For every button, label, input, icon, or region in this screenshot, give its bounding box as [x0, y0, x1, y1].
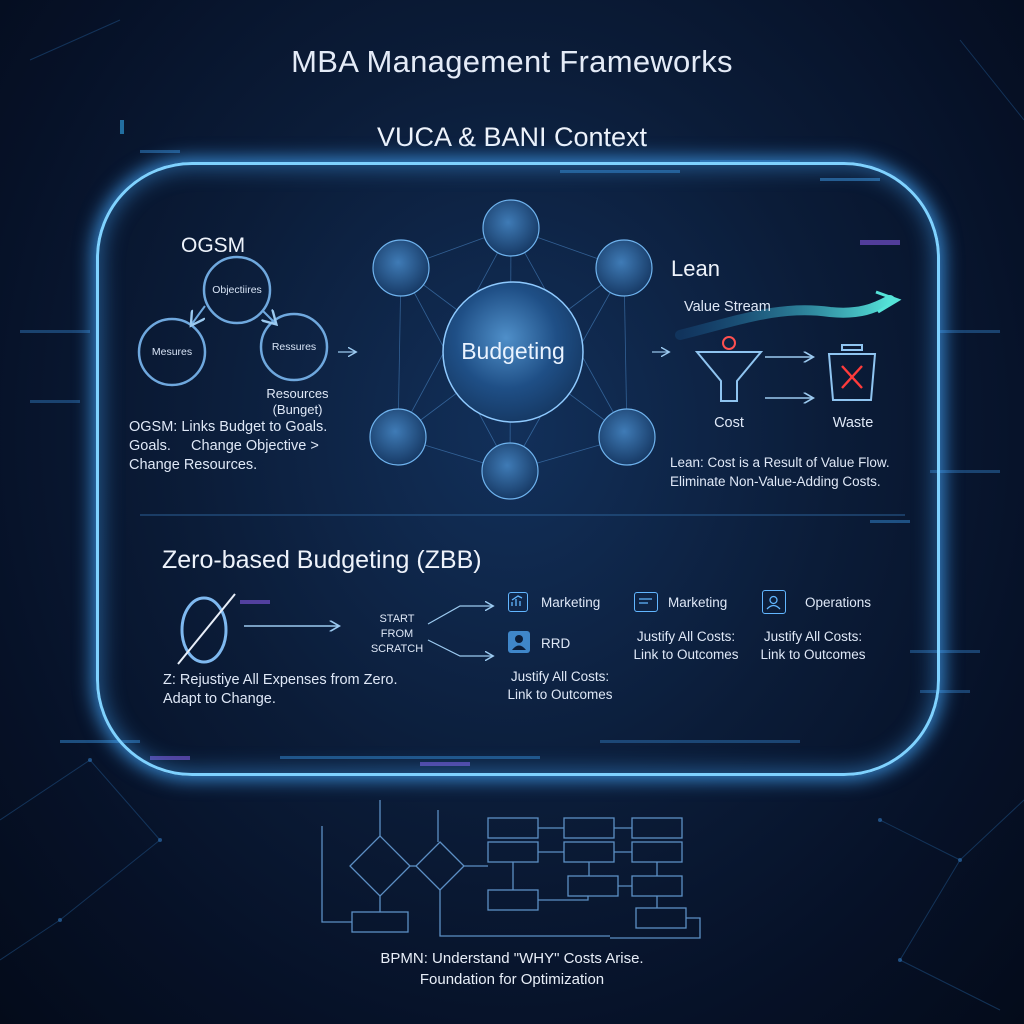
zbb-justify-3: Justify All Costs: Link to Outcomes	[749, 628, 877, 664]
operations-icon	[762, 590, 786, 614]
budgeting-label: Budgeting	[461, 338, 565, 364]
lean-title: Lean	[671, 256, 720, 281]
ogsm-description-line: OGSM: Links Budget to Goals.	[129, 419, 328, 435]
bpmn-description-line: Foundation for Optimization	[419, 971, 605, 988]
zbb-justify-1: Justify All Costs: Link to Outcomes	[496, 668, 624, 704]
link-line: Link to Outcomes	[760, 647, 866, 662]
ogsm-resources-circle	[259, 312, 329, 382]
page-title: MBA Management Frameworks	[291, 44, 733, 79]
bpmn-flowchart	[321, 800, 701, 939]
hub-node-upper-left	[372, 239, 430, 297]
value-stream-arrowhead	[875, 290, 902, 314]
ogsm-measures-circle	[137, 317, 207, 387]
start-from-scratch: START FROM SCRATCH	[360, 612, 434, 657]
funnel-icon	[694, 336, 764, 402]
link-line: Link to Outcomes	[507, 687, 613, 702]
justify-line: Justify All Costs:	[763, 629, 863, 644]
zbb-operations-label: Operations	[805, 595, 872, 610]
ogsm-objectives-label: Objectiires	[212, 284, 262, 296]
hub-node-top	[482, 199, 540, 257]
lean-description: Lean: Cost is a Result of Value Flow. El…	[670, 453, 920, 491]
ogsm-budget-note-line: (Bunget)	[272, 402, 323, 417]
zbb-title: Zero-based Budgeting (ZBB)	[162, 546, 482, 574]
start-to-rrd-arrow	[427, 639, 492, 656]
lean-description-line: Eliminate Non-Value-Adding Costs.	[670, 474, 881, 489]
ogsm-resources-note-line: Resources	[266, 386, 329, 401]
ogsm-measures-label: Mesures	[151, 346, 193, 358]
ogsm-description: OGSM: Links Budget to Goals. Goals. Chan…	[129, 418, 369, 475]
ogsm-cycle-arrow-1	[192, 305, 206, 324]
waste-label: Waste	[832, 415, 874, 431]
lean-description-line: Lean: Cost is a Result of Value Flow.	[670, 455, 890, 470]
presentation-icon	[634, 592, 658, 612]
justify-line: Justify All Costs:	[636, 629, 736, 644]
value-stream-flow	[675, 295, 895, 340]
ogsm-description-line: Goals. Change Objective >	[129, 438, 319, 454]
zbb-marketing-label-2: Marketing	[668, 595, 728, 610]
ogsm-resources-note: Resources (Bunget)	[250, 386, 345, 418]
ogsm-resources-label: Ressures	[271, 341, 317, 353]
ogsm-objectives-circle	[202, 255, 272, 325]
zbb-justify-2: Justify All Costs: Link to Outcomes	[622, 628, 750, 664]
ogsm-description-line: Change Resources.	[129, 457, 258, 473]
trash-bin-icon	[827, 344, 877, 401]
marketing-icon	[508, 592, 528, 612]
zbb-description-line: Adapt to Change.	[163, 691, 276, 707]
scratch-line: SCRATCH	[370, 643, 424, 655]
value-stream-label: Value Stream	[684, 299, 771, 315]
budgeting-hub	[442, 281, 584, 423]
waste-x-icon	[841, 365, 863, 389]
zbb-rrd-label: RRD	[541, 636, 571, 651]
hub-node-upper-right	[595, 239, 653, 297]
start-line: START	[379, 613, 415, 625]
hub-node-lower-left	[369, 408, 427, 466]
ogsm-title: OGSM	[181, 234, 246, 257]
hub-node-bottom	[481, 442, 539, 500]
rrd-icon	[508, 631, 530, 653]
hub-node-lower-right	[598, 408, 656, 466]
zbb-marketing-label-1: Marketing	[541, 595, 601, 610]
zero-slash-icon	[177, 593, 236, 665]
bpmn-description: BPMN: Understand "WHY" Costs Arise. Foun…	[0, 948, 1024, 990]
justify-line: Justify All Costs:	[510, 669, 610, 684]
ogsm-cycle-arrow-2	[262, 310, 275, 323]
bpmn-description-line: BPMN: Understand "WHY" Costs Arise.	[380, 950, 644, 967]
start-to-marketing-arrow	[427, 606, 492, 625]
context-title: VUCA & BANI Context	[376, 122, 648, 152]
context-frame	[96, 162, 940, 776]
from-line: FROM	[380, 628, 414, 640]
zbb-description-line: Z: Rejustiye All Expenses from Zero.	[163, 672, 398, 688]
link-line: Link to Outcomes	[633, 647, 739, 662]
zbb-description: Z: Rejustiye All Expenses from Zero. Ada…	[163, 671, 443, 709]
cost-label: Cost	[714, 415, 744, 431]
